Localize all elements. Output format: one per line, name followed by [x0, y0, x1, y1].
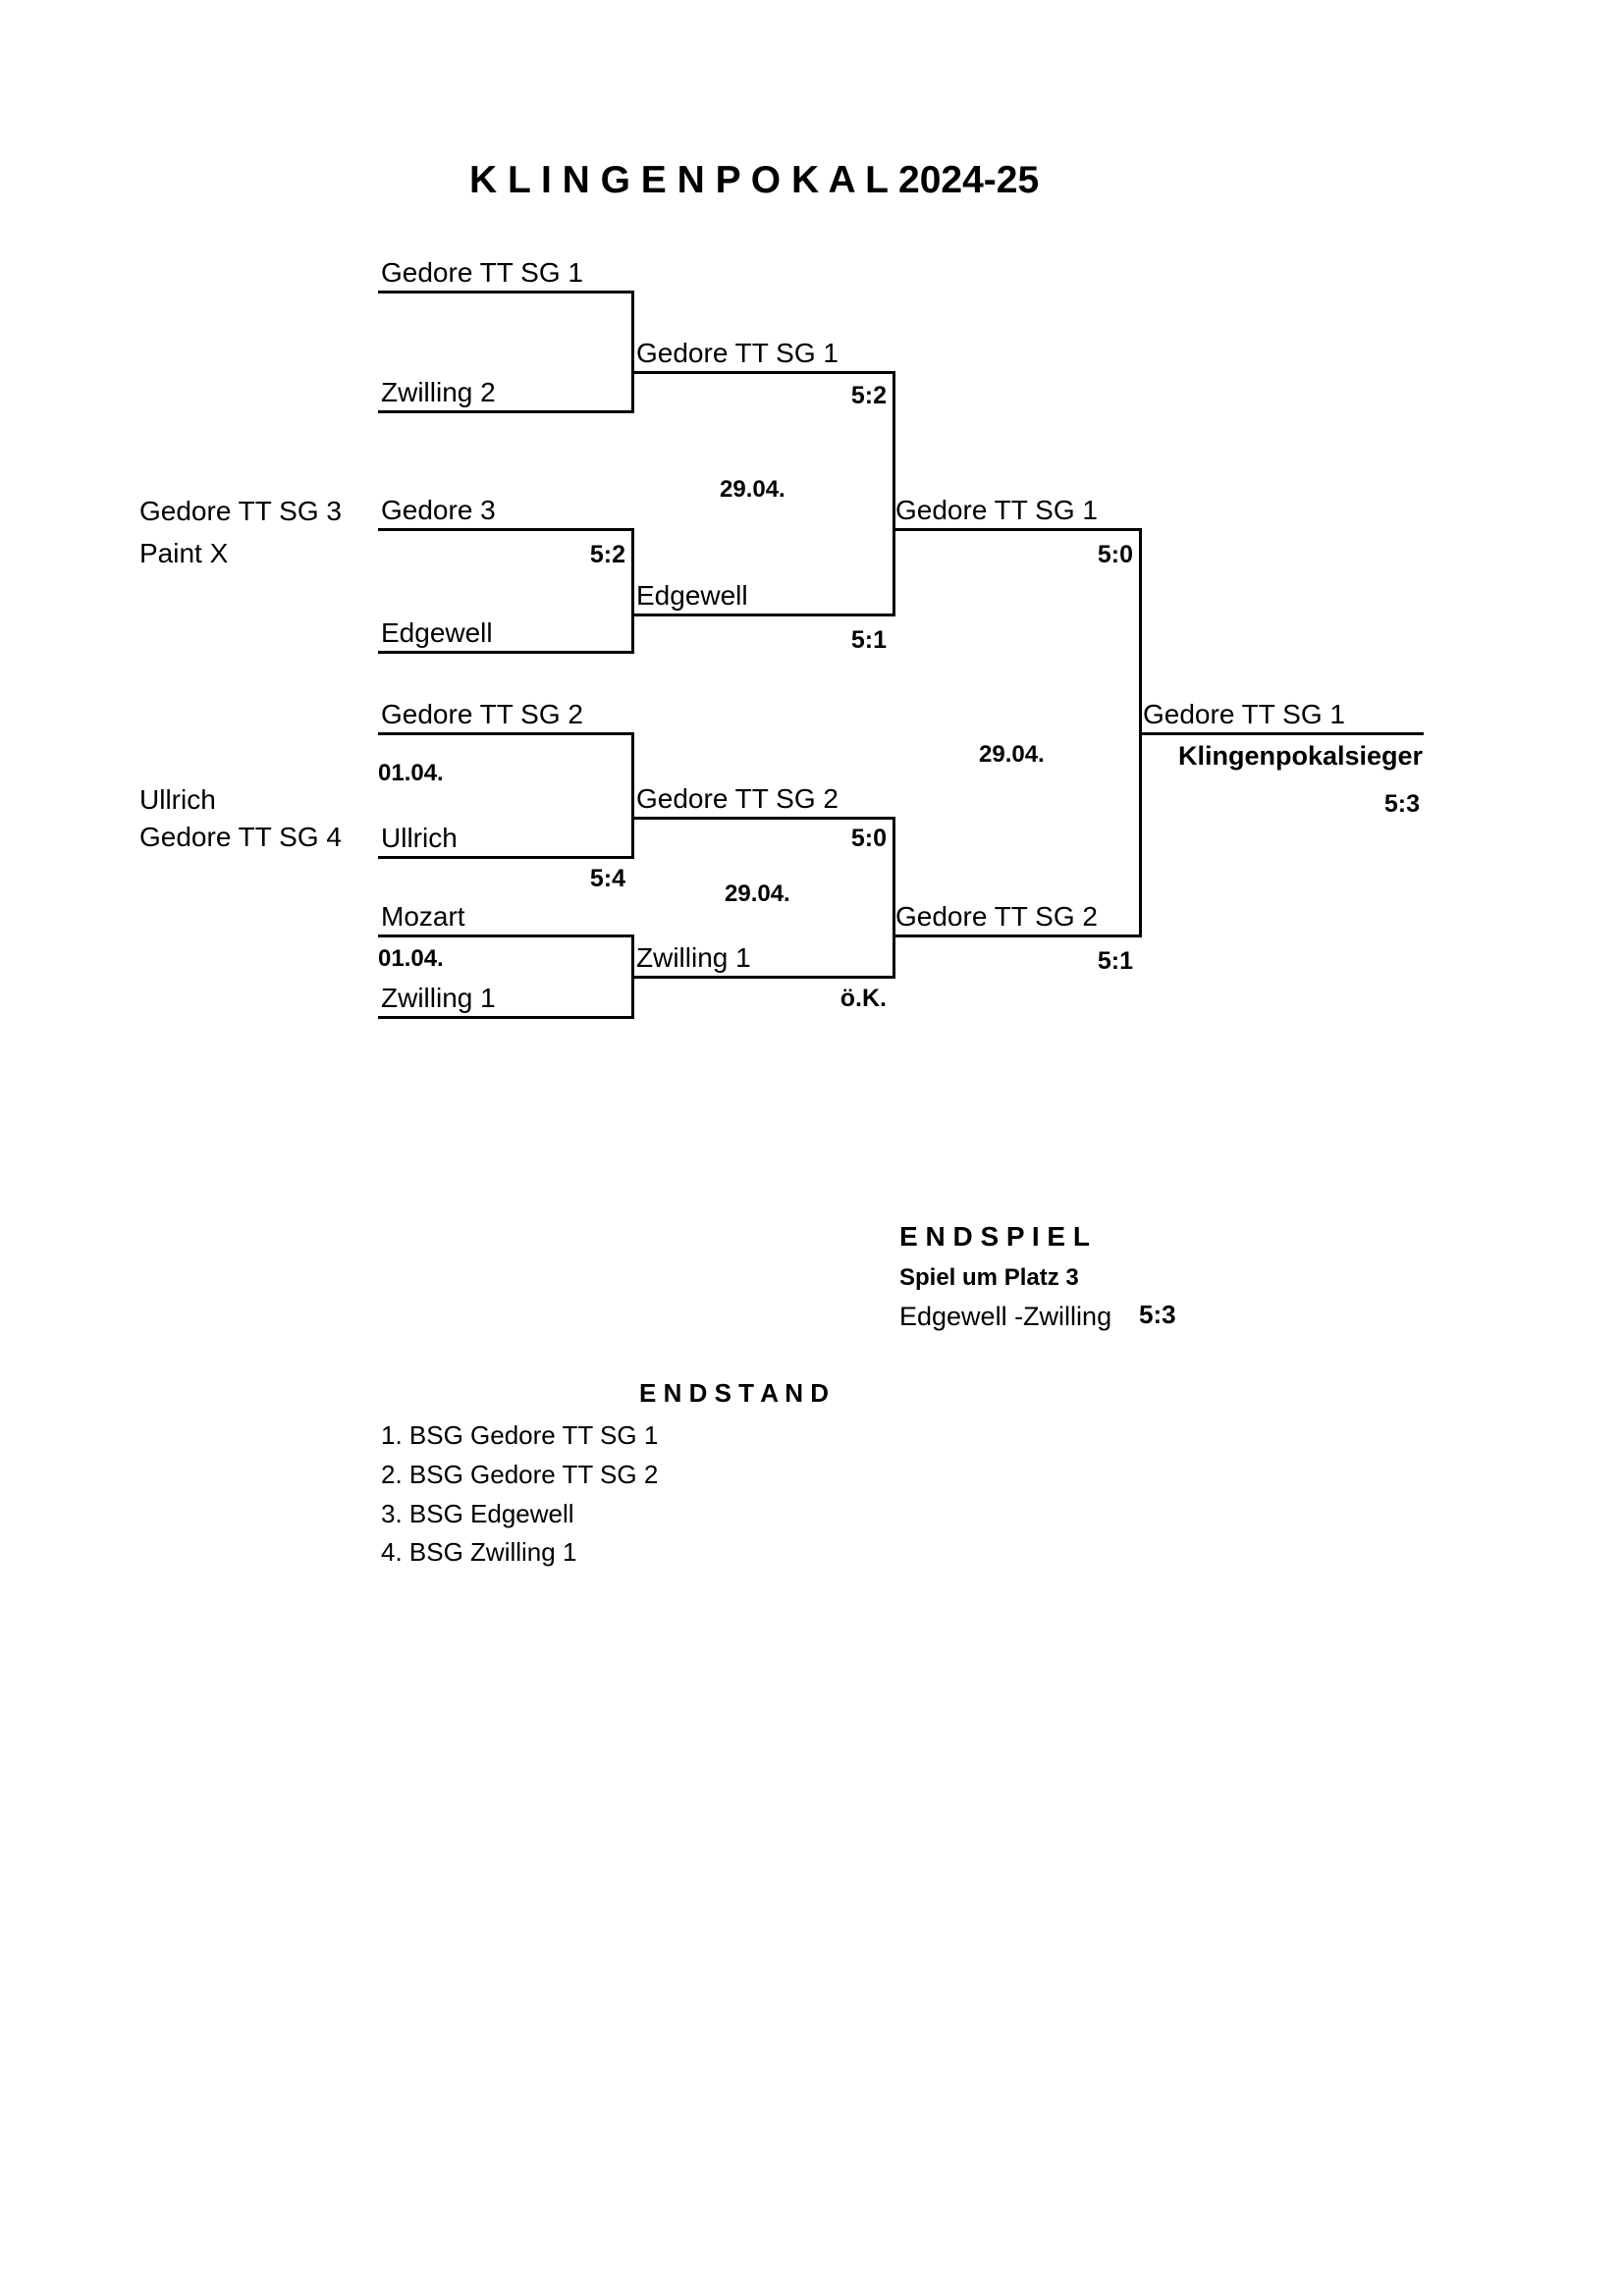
prelim-pair2-team1: Ullrich	[139, 784, 216, 815]
r1m2-score: 5:2	[589, 541, 625, 568]
r1m2-team-top: Gedore 3	[381, 495, 496, 525]
bracket-connector-sf2	[893, 817, 895, 979]
final-team-bottom: Gedore TT SG 2	[895, 901, 1098, 932]
r1m3-team-bottom: Ullrich	[381, 823, 458, 853]
endstand-heading: E N D S T A N D	[639, 1378, 830, 1408]
bracket-line-sf1-bottom	[631, 614, 895, 616]
bracket-connector-r1m3	[631, 732, 634, 859]
bracket-line-r1m3-bottom	[378, 856, 634, 859]
bracket-line-r1m3-top	[378, 732, 634, 735]
r1m3-date: 01.04.	[378, 760, 444, 786]
bracket-line-r1m1-bottom	[378, 410, 634, 413]
sf1-date: 29.04.	[720, 476, 785, 503]
endstand-item-4: 4. BSG Zwilling 1	[381, 1537, 577, 1567]
bracket-line-r1m2-top	[378, 528, 634, 531]
bracket-connector-sf1	[893, 371, 895, 616]
page-title: K L I N G E N P O K A L 2024-25	[469, 159, 1040, 201]
r1m1-team-top: Gedore TT SG 1	[381, 257, 583, 288]
bracket-line-r1m1-top	[378, 291, 634, 294]
r1m3-score: 5:4	[589, 865, 625, 892]
bracket-line-r1m4-top	[378, 934, 634, 937]
r1m4-date: 01.04.	[378, 945, 444, 972]
final-team-top: Gedore TT SG 1	[895, 495, 1098, 525]
endspiel-heading: E N D S P I E L	[899, 1221, 1090, 1252]
winner-title: Klingenpokalsieger	[1178, 741, 1424, 771]
sf2-team-bottom: Zwilling 1	[636, 942, 751, 973]
bracket-connector-r1m1	[631, 291, 634, 413]
sf2-score-top: 5:0	[850, 825, 887, 852]
sf1-team-bottom: Edgewell	[636, 580, 748, 611]
r1m4-team-bottom: Zwilling 1	[381, 983, 496, 1013]
endspiel-score: 5:3	[1139, 1300, 1176, 1329]
bracket-line-sf2-top	[631, 817, 895, 820]
sf2-score-bottom: ö.K.	[839, 985, 887, 1012]
sf1-score-top: 5:2	[850, 382, 887, 409]
bracket-line-r1m4-bottom	[378, 1016, 634, 1019]
bracket-line-final-top	[893, 528, 1142, 531]
final-score-bottom: 5:1	[1097, 947, 1133, 975]
r1m4-team-top: Mozart	[381, 901, 465, 932]
prelim-pair1-team2: Paint X	[139, 538, 229, 568]
endstand-item-2: 2. BSG Gedore TT SG 2	[381, 1460, 659, 1489]
bracket-line-winner	[1139, 732, 1424, 735]
bracket-line-sf2-bottom	[631, 976, 895, 979]
sf2-date: 29.04.	[725, 881, 790, 907]
bracket-line-final-bottom	[893, 934, 1142, 937]
endspiel-match: Edgewell -Zwilling	[899, 1302, 1112, 1331]
r1m1-team-bottom: Zwilling 2	[381, 377, 496, 407]
endstand-item-3: 3. BSG Edgewell	[381, 1499, 574, 1528]
prelim-pair1-team1: Gedore TT SG 3	[139, 496, 342, 526]
endspiel-subheading: Spiel um Platz 3	[899, 1264, 1079, 1291]
winner-team: Gedore TT SG 1	[1143, 699, 1345, 729]
r1m3-team-top: Gedore TT SG 2	[381, 699, 583, 729]
bracket-connector-r1m2	[631, 528, 634, 654]
prelim-pair2-team2: Gedore TT SG 4	[139, 822, 342, 852]
final-score-top: 5:0	[1097, 541, 1133, 568]
bracket-line-sf1-top	[631, 371, 895, 374]
endstand-item-1: 1. BSG Gedore TT SG 1	[381, 1420, 659, 1450]
bracket-line-r1m2-bottom	[378, 651, 634, 654]
r1m2-team-bottom: Edgewell	[381, 617, 493, 648]
winner-score: 5:3	[1383, 790, 1420, 818]
sf1-team-top: Gedore TT SG 1	[636, 338, 839, 368]
final-date: 29.04.	[979, 741, 1045, 768]
sf2-team-top: Gedore TT SG 2	[636, 783, 839, 814]
sf1-score-bottom: 5:1	[850, 626, 887, 654]
